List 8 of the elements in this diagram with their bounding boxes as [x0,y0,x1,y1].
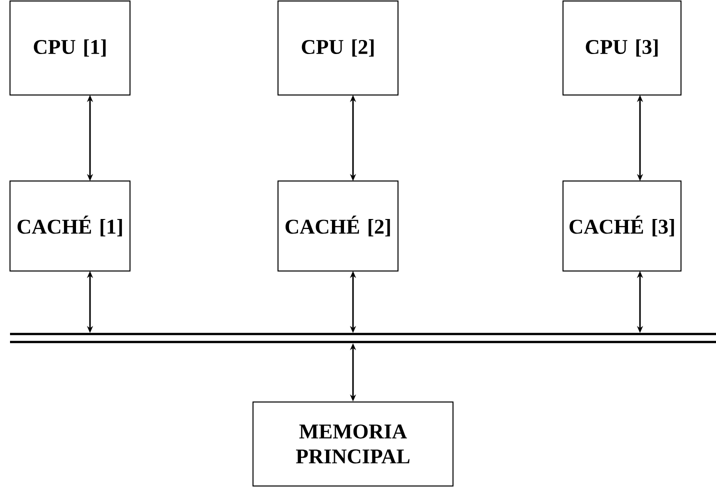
box: MEMORIA PRINCIPAL [252,402,454,486]
box: CACHÉ [2] [278,180,398,272]
box: CPU [3] [562,0,682,96]
box: CPU [1] [10,0,130,96]
box: CPU [2] [278,0,398,96]
box: CACHÉ [1] [10,180,130,272]
bus-line [10,332,716,344]
box: CACHÉ [3] [562,180,682,272]
